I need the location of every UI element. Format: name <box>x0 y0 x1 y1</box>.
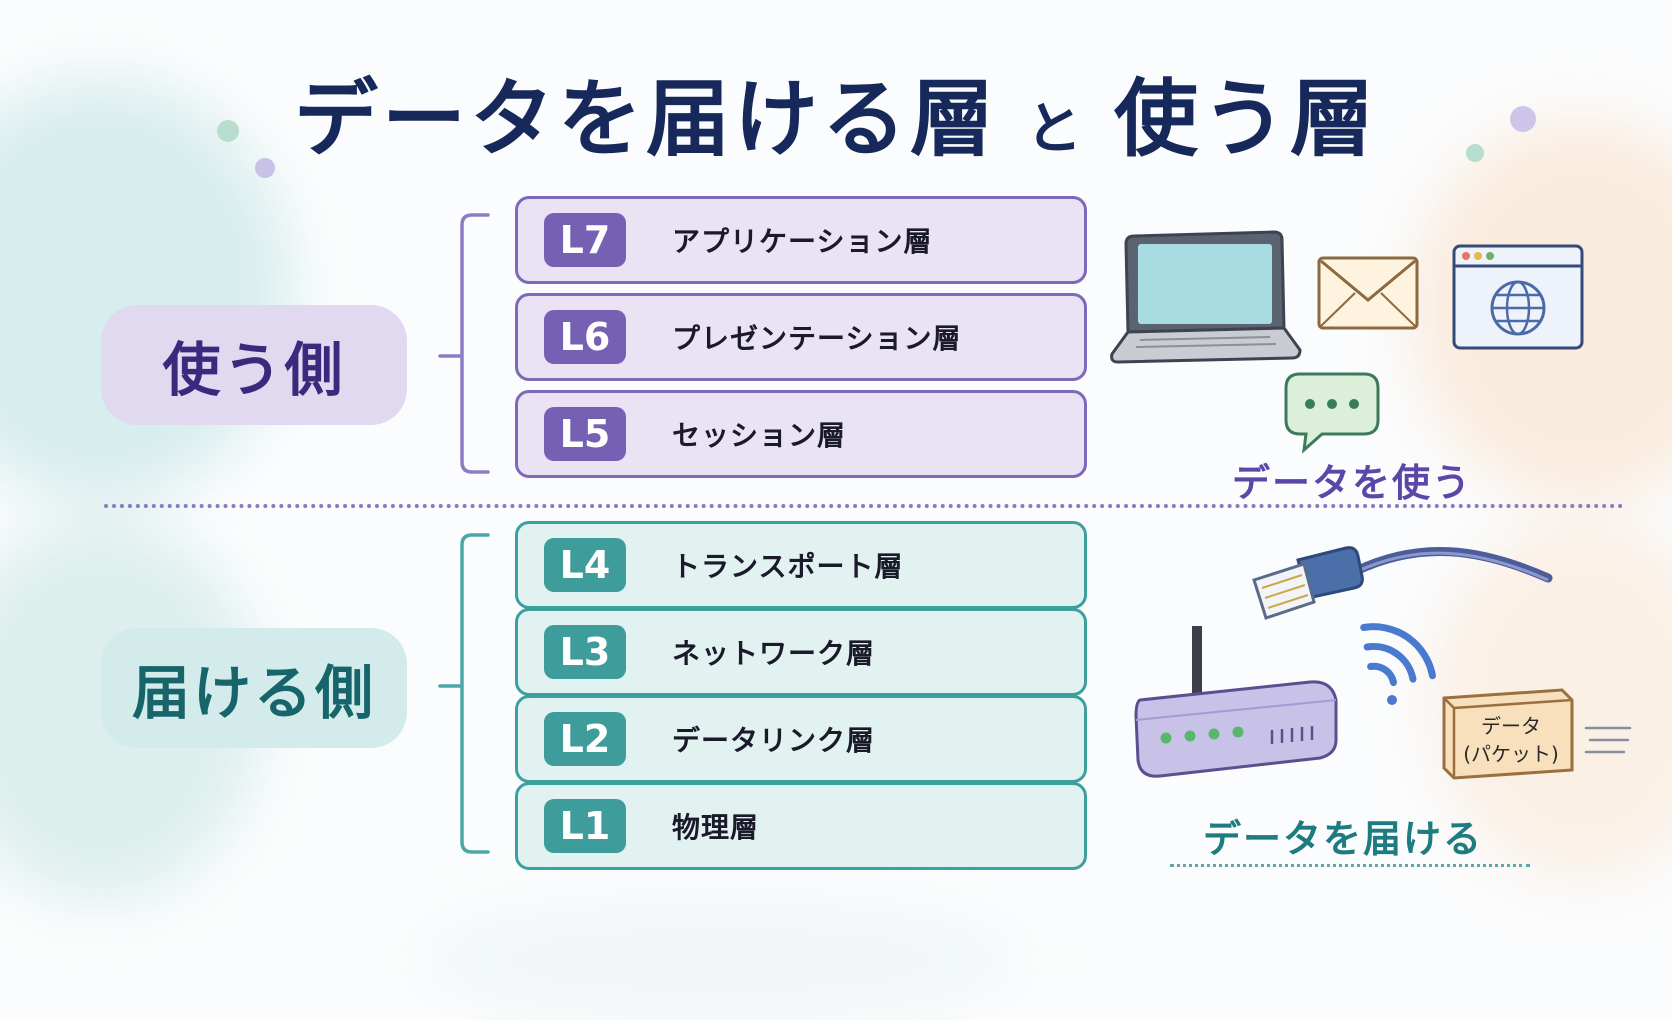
layer-badge: L1 <box>544 799 626 853</box>
group-label-deliver: 届ける側 <box>101 628 407 748</box>
layer-badge: L5 <box>544 407 626 461</box>
layer-badge: L6 <box>544 310 626 364</box>
title-main: データを届ける層 <box>293 70 998 168</box>
layer-row-l3: L3 ネットワーク層 <box>515 608 1087 696</box>
caption-use: データを使う <box>1232 461 1473 505</box>
decor-dot <box>217 120 239 142</box>
layer-name: トランスポート層 <box>672 550 904 583</box>
group-brackets <box>438 213 490 854</box>
layer-row-l1: L1 物理層 <box>515 782 1087 870</box>
section-divider <box>104 504 1624 508</box>
layer-row-l4: L4 トランスポート層 <box>515 521 1087 609</box>
layer-badge: L7 <box>544 213 626 267</box>
page-title: データを届ける層と使う層 <box>0 52 1672 173</box>
layer-name: ネットワーク層 <box>672 637 876 670</box>
layer-row-l7: L7 アプリケーション層 <box>515 196 1087 284</box>
router-icon <box>1134 626 1338 778</box>
bracket-use <box>438 213 490 474</box>
browser-globe-icon <box>1452 244 1584 350</box>
packet-label-line2: (パケット) <box>1463 742 1559 766</box>
layer-name: プレゼンテーション層 <box>672 322 962 355</box>
layer-badge: L2 <box>544 712 626 766</box>
decor-dot <box>1466 144 1484 162</box>
laptop-icon <box>1110 230 1302 364</box>
caption-underline <box>1170 864 1530 867</box>
layer-name: アプリケーション層 <box>672 225 933 258</box>
layer-badge: L3 <box>544 625 626 679</box>
decor-dot <box>1510 106 1536 132</box>
chat-bubble-icon <box>1284 372 1380 454</box>
group-label-use: 使う側 <box>101 305 407 425</box>
layer-row-l2: L2 データリンク層 <box>515 695 1087 783</box>
title-join: と <box>1026 97 1086 162</box>
layer-row-l6: L6 プレゼンテーション層 <box>515 293 1087 381</box>
layer-row-l5: L5 セッション層 <box>515 390 1087 478</box>
layer-name: 物理層 <box>672 811 760 844</box>
wifi-icon <box>1360 623 1436 705</box>
bracket-deliver <box>438 533 490 854</box>
decor-dot <box>255 158 275 178</box>
caption-deliver: データを届ける <box>1203 817 1484 861</box>
packet-label: データ (パケット) <box>1448 712 1574 768</box>
illustrations <box>1110 230 1632 780</box>
packet-label-line1: データ <box>1481 714 1541 738</box>
envelope-icon <box>1317 256 1419 330</box>
title-sub: 使う層 <box>1114 70 1379 168</box>
layer-name: セッション層 <box>672 419 847 452</box>
layer-badge: L4 <box>544 538 626 592</box>
layer-name: データリンク層 <box>672 724 876 757</box>
packet-box-icon <box>1442 688 1632 780</box>
ethernet-cable-icon <box>1252 546 1553 620</box>
